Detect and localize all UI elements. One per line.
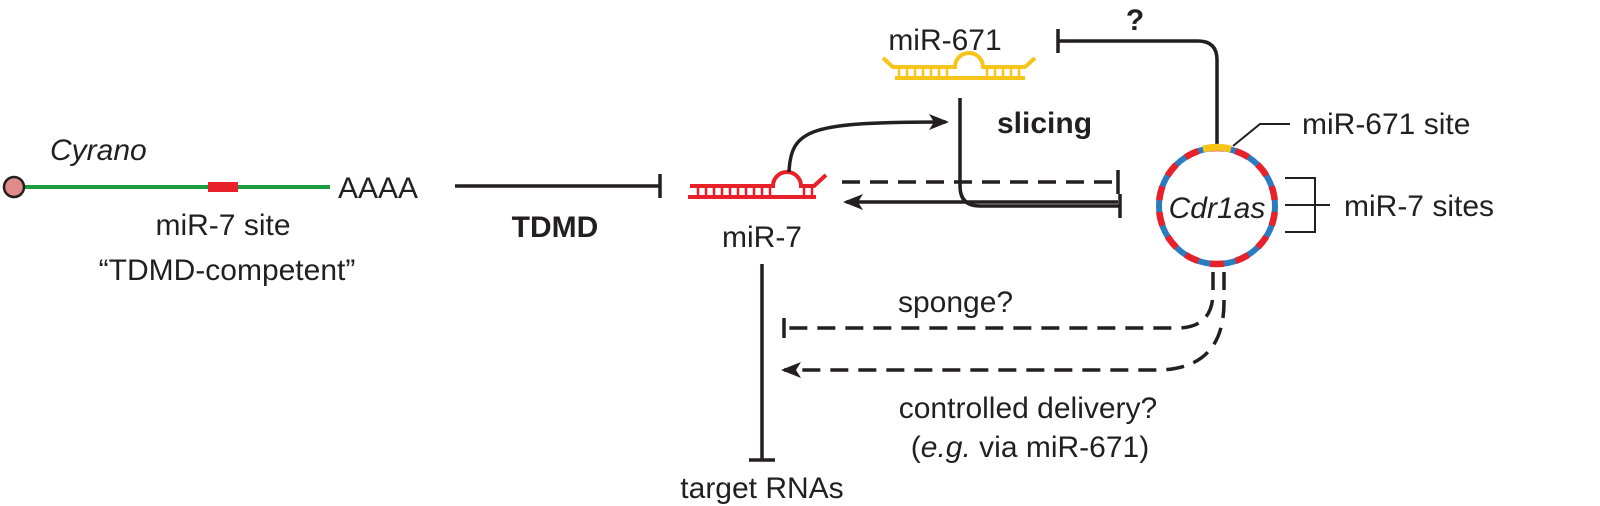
cdr1as-mir671-site [1202,143,1232,153]
cdr1as-label: Cdr1as [1169,192,1266,225]
cyrano-cap-icon [2,175,26,199]
slicing-label: slicing [997,107,1092,140]
sponge-inhibition [782,272,1215,338]
controlled-delivery-arrow [781,272,1226,378]
mir671-site-pointer [1232,123,1290,147]
cyrano-label: Cyrano [50,134,147,167]
eg-via-text: via miR-671) [971,431,1149,464]
mir671-site-label: miR-671 site [1302,108,1470,141]
eg-italic: e.g. [921,431,971,464]
target-rnas-label: target RNAs [680,472,843,505]
eg-open-paren: ( [911,431,921,464]
mir671-duplex-icon [881,51,1037,80]
cdr1as-mir671-inhibition [1056,29,1219,150]
tdmd-label: TDMD [512,211,599,244]
eg-via-mir671-label: (e.g. via miR-671) [911,431,1149,464]
mir7-label: miR-7 [722,221,802,254]
mir7-sites-label: miR-7 sites [1344,190,1494,223]
cyrano-transcript: Cyrano AAAA miR-7 site “TDMD-competent” [2,134,418,287]
mir7-target-repression [749,264,775,462]
mir7-sites-bracket [1285,177,1330,233]
controlled-delivery-label: controlled delivery? [899,392,1157,425]
tdmd-inhibition: TDMD [455,174,662,244]
cdr1as-circle: Cdr1as [1155,143,1279,268]
tdmd-competent-label: “TDMD-competent” [99,254,356,287]
sponge-label: sponge? [898,286,1013,319]
mir7-to-slicing-arrow [787,114,949,173]
mir7-duplex-icon [688,170,828,199]
cyrano-mir7-site-mark [208,182,238,192]
cyrano-polya-label: AAAA [338,172,418,205]
cyrano-mir7-site-label: miR-7 site [155,209,290,242]
question-label: ? [1126,4,1144,37]
cdr1as-mir7-dashed-inhibition [842,170,1120,194]
mir671-label: miR-671 [888,24,1001,57]
cdr1as-mir671-line [1058,39,1219,150]
